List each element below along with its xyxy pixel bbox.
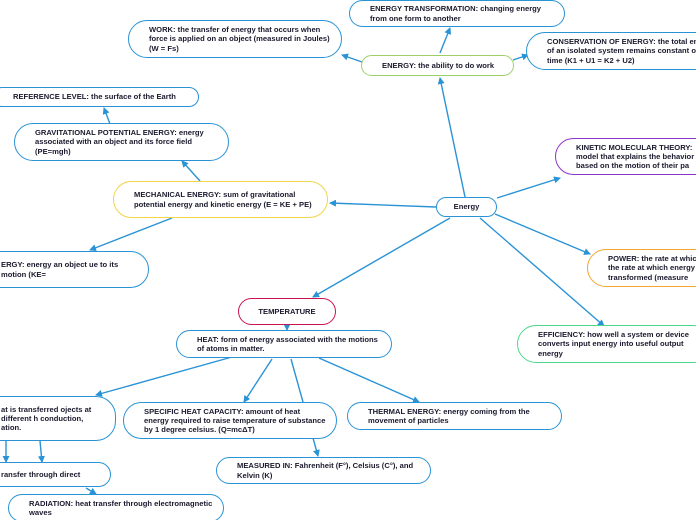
node-energy-transformation-label: ENERGY TRANSFORMATION: changing energy f… (370, 4, 542, 23)
node-energy-transformation[interactable]: ENERGY TRANSFORMATION: changing energy f… (349, 0, 565, 27)
link-gpe-to-reference (102, 107, 111, 125)
node-power-label: POWER: the rate at which the rate at whi… (608, 254, 696, 282)
node-kinetic-molecular-theory-label: KINETIC MOLECULAR THEORY: model that exp… (576, 142, 695, 171)
link-energy-to-temperature (312, 217, 451, 298)
link-heat-to-specific-heat (243, 358, 273, 403)
node-conservation-of-energy-label: CONSERVATION OF ENERGY: the total energy… (547, 37, 696, 65)
node-heat[interactable]: HEAT: form of energy associated with the… (176, 330, 392, 358)
node-heat-transfer-label: at is transferred ojects at different h … (1, 404, 92, 433)
node-mechanical-energy[interactable]: MECHANICAL ENERGY: sum of gravitational … (113, 181, 328, 218)
link-mechanical-to-gpe (181, 160, 201, 182)
node-conduction[interactable]: ransfer through direct (0, 462, 111, 487)
node-mechanical-energy-label: MECHANICAL ENERGY: sum of gravitational … (134, 190, 312, 209)
node-work[interactable]: WORK: the transfer of energy that occurs… (128, 20, 342, 58)
node-thermal-energy-label: THERMAL ENERGY: energy coming from the m… (368, 406, 530, 425)
node-reference-level-label: REFERENCE LEVEL: the surface of the Eart… (13, 92, 176, 102)
node-radiation-label: RADIATION: heat transfer through electro… (29, 498, 213, 517)
link-conduction-to-radiation (85, 487, 97, 495)
node-conservation-of-energy[interactable]: CONSERVATION OF ENERGY: the total energy… (526, 32, 696, 70)
node-efficiency[interactable]: EFFICIENCY: how well a system or device … (517, 325, 696, 363)
link-heat-transfer-to-conduction-2 (37, 440, 45, 463)
node-energy-central-label: Energy (453, 202, 480, 212)
node-thermal-energy[interactable]: THERMAL ENERGY: energy coming from the m… (347, 402, 562, 430)
link-heat-to-heat-transfer (95, 356, 233, 397)
link-energy-to-mechanical (329, 199, 437, 208)
node-gpe-label: GRAVITATIONAL POTENTIAL ENERGY: energy a… (35, 128, 204, 156)
node-heat-transfer[interactable]: at is transferred ojects at different h … (0, 396, 116, 441)
link-heat-to-thermal (318, 357, 420, 403)
node-gravitational-potential-energy[interactable]: GRAVITATIONAL POTENTIAL ENERGY: energy a… (14, 123, 229, 161)
node-efficiency-label: EFFICIENCY: how well a system or device … (538, 330, 689, 358)
link-energy-def-to-conservation (512, 53, 529, 61)
node-measured-in[interactable]: MEASURED IN: Fahrenheit (F°), Celsius (C… (216, 457, 431, 484)
node-kinetic-molecular-theory[interactable]: KINETIC MOLECULAR THEORY: model that exp… (555, 138, 696, 175)
node-temperature[interactable]: TEMPERATURE (238, 298, 336, 325)
link-energy-def-to-work (341, 53, 363, 63)
node-specific-heat-capacity[interactable]: SPECIFIC HEAT CAPACITY: amount of heat e… (123, 402, 337, 439)
node-kinetic-energy[interactable]: ERGY: energy an object ue to its motion … (0, 251, 149, 288)
node-measured-in-label: MEASURED IN: Fahrenheit (F°), Celsius (C… (237, 461, 414, 480)
link-mechanical-to-kinetic (89, 217, 173, 252)
link-energy-to-kinetic-molecular (496, 176, 561, 199)
link-energy-to-energy-def (437, 77, 466, 198)
node-temperature-label: TEMPERATURE (258, 306, 316, 316)
node-work-label: WORK: the transfer of energy that occurs… (149, 25, 330, 53)
node-conduction-label: ransfer through direct (1, 469, 81, 479)
node-heat-label: HEAT: form of energy associated with the… (197, 334, 378, 353)
node-specific-heat-capacity-label: SPECIFIC HEAT CAPACITY: amount of heat e… (144, 406, 326, 435)
link-energy-def-to-transformation (439, 27, 452, 54)
node-energy-definition-label: ENERGY: the ability to do work (382, 60, 495, 70)
node-power[interactable]: POWER: the rate at which the rate at whi… (587, 249, 696, 287)
node-kinetic-energy-label: ERGY: energy an object ue to its motion … (1, 260, 119, 279)
node-radiation[interactable]: RADIATION: heat transfer through electro… (8, 494, 224, 520)
node-energy-central[interactable]: Energy (436, 197, 497, 217)
node-energy-definition[interactable]: ENERGY: the ability to do work (361, 55, 514, 76)
link-energy-to-efficiency (479, 217, 605, 327)
node-reference-level[interactable]: REFERENCE LEVEL: the surface of the Eart… (0, 87, 199, 107)
link-energy-to-power (494, 213, 591, 255)
